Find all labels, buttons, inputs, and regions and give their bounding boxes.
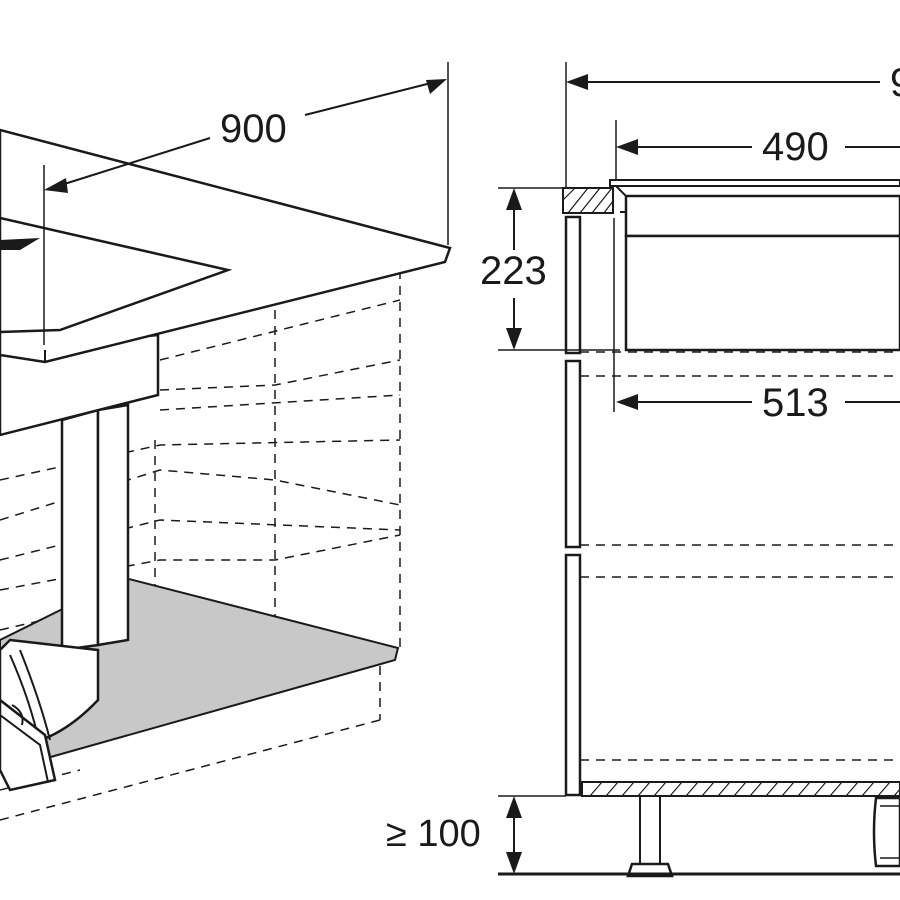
duct-elbow <box>0 638 100 792</box>
dimension-513-label: 513 <box>762 381 829 425</box>
dimension-overall-top: 9 <box>565 61 900 188</box>
hob-side-profile <box>609 179 900 352</box>
dimension-490-label: 490 <box>762 125 829 169</box>
duct-column <box>60 403 130 652</box>
dimension-900: 900 <box>43 62 449 345</box>
dimension-overall-label: 9 <box>890 61 900 105</box>
dimension-900-label: 900 <box>220 107 287 151</box>
dimension-223: 223 <box>480 187 620 351</box>
worktop-section <box>562 187 614 214</box>
cabinet-leg <box>626 795 674 878</box>
cabinet-front-panels <box>564 215 582 797</box>
dimension-223-label: 223 <box>480 249 547 293</box>
countertop <box>0 128 452 364</box>
floor-duct-outlet <box>872 796 900 868</box>
side-section-view: 9 490 <box>386 61 900 878</box>
dimension-100-label: ≥ 100 <box>386 813 481 855</box>
isometric-view: 900 <box>0 62 452 821</box>
dimension-490: 490 <box>615 120 900 180</box>
cabinet-internal-dashed <box>580 218 900 761</box>
dimension-513: 513 <box>616 381 900 425</box>
cabinet-base <box>581 781 900 797</box>
dimension-100: ≥ 100 <box>386 796 522 874</box>
